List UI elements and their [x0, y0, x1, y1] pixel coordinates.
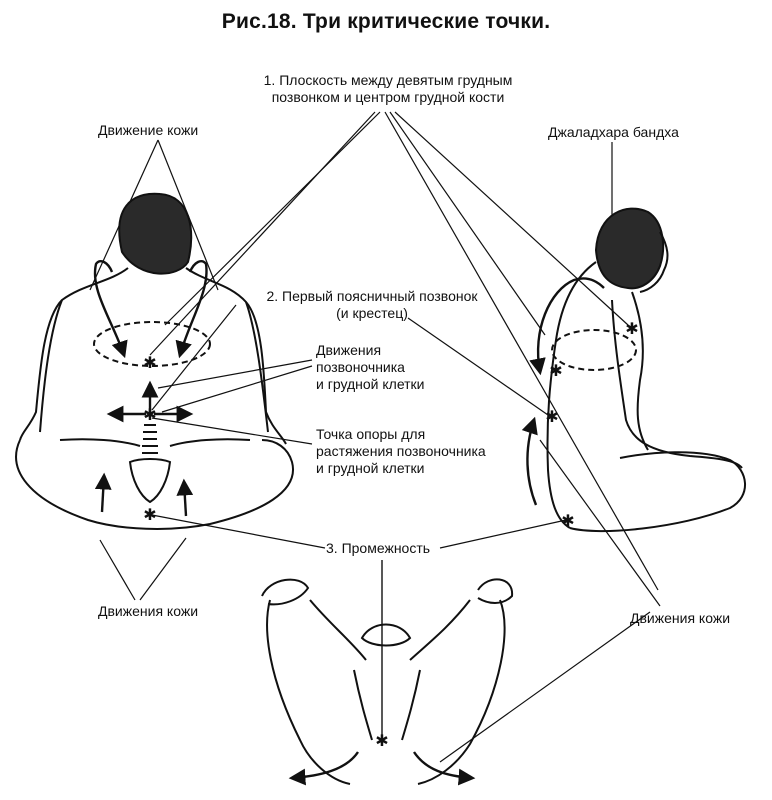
label-support-line3: и грудной клетки	[316, 460, 425, 476]
pointer-line	[157, 359, 313, 389]
legs-inner	[59, 438, 251, 447]
label-support-line2: растяжения позвоночника	[316, 443, 486, 459]
legs-side	[569, 451, 746, 533]
label-spine-chest-line3: и грудной клетки	[316, 376, 425, 392]
right-thigh	[417, 599, 506, 785]
inner-right	[409, 599, 471, 661]
pointer-line	[151, 514, 326, 549]
rib-plane	[93, 321, 211, 367]
label-point2-line1: 2. Первый поясничный позвонок	[266, 288, 478, 304]
left-knee-hand	[261, 578, 310, 606]
pointer-line	[394, 111, 629, 326]
right-knee-hand	[477, 578, 514, 604]
skin-arrow-pelvis-right	[413, 751, 476, 786]
point-marker-3: ✱	[143, 505, 156, 524]
pointer-line	[139, 537, 187, 601]
pointer-line	[389, 111, 546, 336]
label-spine-chest-line2: позвоночника	[316, 359, 405, 375]
side-view-arrows	[521, 277, 605, 506]
pointer-line	[384, 111, 659, 591]
pointer-line	[164, 111, 381, 326]
point-marker-1: ✱	[143, 353, 156, 372]
pointer-line	[439, 611, 651, 763]
arm-side	[611, 299, 743, 469]
skin-arrow-left	[93, 260, 128, 359]
left-thigh	[266, 599, 351, 785]
pointer-line	[149, 111, 376, 356]
point-marker-side-3: ✱	[545, 407, 558, 426]
label-spine-chest: Движения позвоночника и грудной клетки	[316, 342, 425, 393]
head-hair-side	[594, 207, 665, 290]
pointer-lines	[89, 111, 661, 763]
pointer-line	[439, 519, 567, 549]
pelvis-points: ✱	[375, 731, 388, 750]
point-marker-2: ✱	[143, 405, 156, 424]
legs-outline	[15, 439, 295, 530]
right-arm	[245, 301, 269, 433]
label-support-point: Точка опоры для растяжения позвоночника …	[316, 426, 486, 477]
label-jalandhara: Джаладхара бандха	[548, 124, 679, 140]
pointer-line	[161, 365, 313, 413]
point-marker-pelvis: ✱	[375, 731, 388, 750]
skin-arrow-bottom-right	[176, 478, 194, 517]
back-view-points: ✱ ✱ ✱	[143, 353, 156, 524]
face-profile	[639, 231, 669, 293]
label-skin-bottom-right: Движения кожи	[630, 610, 731, 626]
lumbar-spine	[142, 424, 158, 454]
point-marker-side-4: ✱	[561, 511, 574, 530]
pelvis-figure	[261, 560, 514, 785]
skin-arrow-bottom-left	[94, 472, 112, 513]
rib-plane-side	[551, 329, 637, 371]
torso-outline-right	[185, 267, 287, 445]
label-point1: 1. Плоскость между девятым грудным позво…	[238, 72, 538, 106]
pointer-line	[407, 317, 549, 416]
skin-arrow-side-bottom	[521, 416, 538, 506]
back-view-figure	[15, 192, 295, 530]
skin-arrow-side-top	[529, 277, 605, 376]
pointer-line	[99, 539, 136, 601]
skin-arrow-pelvis-left	[288, 751, 359, 786]
inner-left	[309, 599, 367, 661]
pelvis-arrows	[288, 751, 476, 786]
label-point3: 3. Промежность	[326, 540, 431, 556]
pointer-line	[151, 304, 237, 411]
side-view-points: ✱ ✱ ✱ ✱	[545, 319, 638, 530]
label-spine-chest-line1: Движения	[316, 342, 382, 358]
label-skin-bottom-left: Движения кожи	[98, 603, 199, 619]
back-side	[546, 261, 597, 529]
feet	[360, 623, 412, 647]
point-marker-side-1: ✱	[549, 361, 562, 380]
sacrum	[128, 458, 172, 504]
skin-arrow-right	[175, 260, 208, 359]
side-view-figure	[546, 207, 746, 533]
label-skin-top-left: Движение кожи	[98, 122, 199, 138]
label-point1-line1: 1. Плоскость между девятым грудным	[263, 72, 513, 88]
label-point2-line2: (и крестец)	[336, 305, 408, 321]
figure-title: Рис.18. Три критические точки.	[221, 10, 551, 33]
label-point2: 2. Первый поясничный позвонок (и крестец…	[232, 288, 512, 322]
back-view-arrows	[93, 260, 208, 517]
left-arm	[39, 299, 63, 433]
point-marker-side-2: ✱	[625, 319, 638, 338]
pelvis-center	[353, 669, 421, 741]
pointer-line	[539, 439, 661, 607]
label-point1-line2: позвонком и центром грудной кости	[271, 89, 505, 105]
label-support-line1: Точка опоры для	[316, 426, 426, 442]
head-hair	[118, 192, 193, 275]
front-side	[631, 291, 649, 451]
